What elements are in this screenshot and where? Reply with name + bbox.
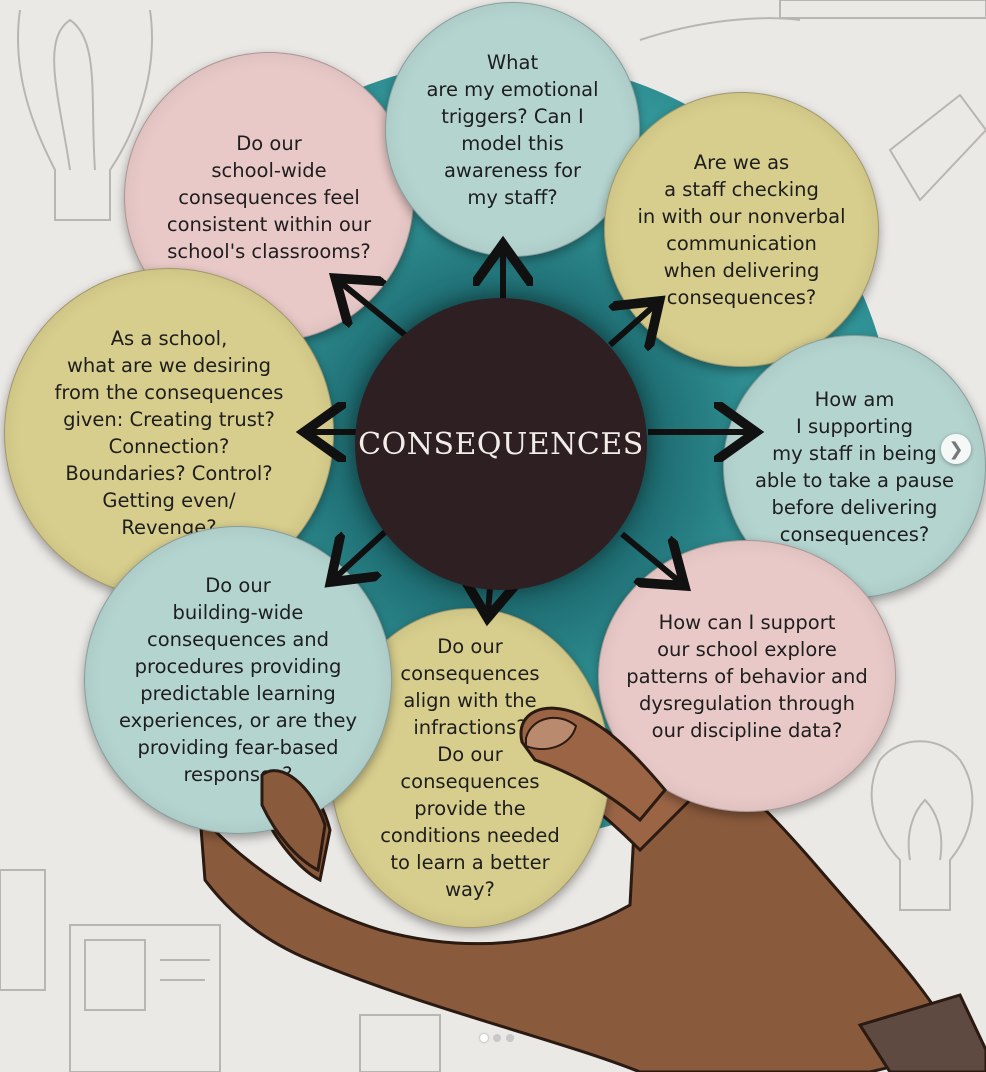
sleeve-cuff [857,993,986,1072]
question-text: As a school, what are we desiring from t… [54,327,284,539]
center-title: CONSEQUENCES [358,426,644,462]
lightbulb-filament-right [907,798,943,861]
question-bubble-top: What are my emotional triggers? Can I mo… [385,2,640,257]
chevron-right-icon: ❯ [948,438,964,460]
arrow-bottom-right [620,531,680,582]
lightbulb-filament-sketch [53,18,96,171]
question-text: Do our consequences align with the infra… [380,635,560,901]
picture-frame-sketch [84,939,146,1011]
question-text: Do our building-wide consequences and pr… [118,574,358,786]
arrow-top-right [608,305,655,345]
lightbulb-sketch-icon [17,9,153,221]
question-text: Do our school-wide consequences feel con… [166,131,372,263]
carousel-next-button[interactable]: ❯ [941,434,971,464]
question-bubble-right: How am I supporting my staff in being ab… [723,335,986,598]
question-text: What are my emotional triggers? Can I mo… [426,50,599,209]
arrow-bottom [488,588,490,612]
question-bubble-bottom: Do our consequences align with the infra… [330,608,610,928]
arrow-bottom-left [335,529,388,578]
lightbulb-sketch-right-icon [870,740,974,911]
question-text: How can I support our school explore pat… [626,610,868,742]
diamond-sketch [888,93,986,202]
carousel-dot-active[interactable] [480,1034,488,1042]
question-bubble-left: As a school, what are we desiring from t… [4,268,334,598]
box-sketch [0,869,46,991]
arrow-top-left [340,282,407,338]
question-text: How am I supporting my staff in being ab… [754,387,955,546]
center-circle: CONSEQUENCES [355,298,647,590]
carousel-dot[interactable] [493,1034,501,1042]
page-sketch [359,1014,441,1072]
arc-sketch [779,0,986,19]
palm [198,717,963,1072]
question-text: Are we as a staff checking in with our n… [637,150,846,309]
document-sketch [69,924,221,1072]
curve-sketch [639,17,801,41]
carousel-dot[interactable] [506,1034,514,1042]
carousel-dots [480,1034,514,1042]
